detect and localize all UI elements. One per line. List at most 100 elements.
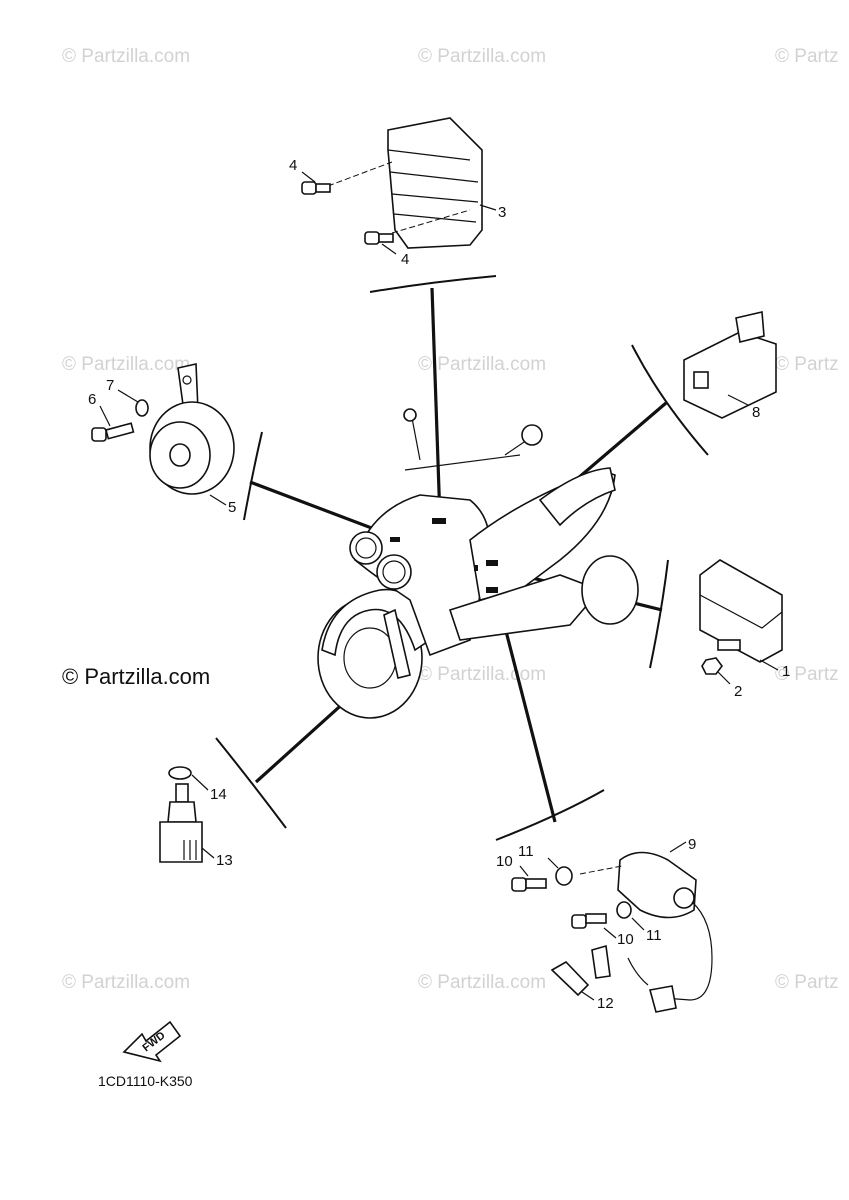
watermark: © Partz: [775, 46, 839, 67]
switch-stem: [175, 783, 189, 803]
scooter-illustration: [317, 408, 639, 719]
connector: 8: [683, 311, 777, 421]
callout-8: 8: [752, 404, 760, 421]
copyright-label: © Partzilla.com: [62, 664, 210, 689]
callout-4: 4: [401, 251, 409, 268]
leader-coil: [496, 599, 557, 823]
bracket-switch: [215, 737, 287, 829]
lead-end: [627, 957, 649, 986]
callout-leader: [631, 917, 645, 931]
ignition-coil: 9 10 11 10 11 12: [496, 836, 713, 1013]
cdi-edge: [699, 594, 783, 629]
rear-wheel: [581, 555, 639, 625]
callout-leader: [301, 171, 316, 183]
location-marker: [390, 537, 400, 542]
washer-icon: [616, 901, 632, 919]
watermark: © Partzilla.com: [418, 46, 546, 67]
bolt-guide: [327, 161, 393, 187]
washer-icon: [135, 399, 149, 417]
switch-terminals: [183, 840, 197, 860]
bolt-icon: [511, 877, 547, 892]
nut-icon: [701, 657, 723, 675]
o-ring-icon: [168, 766, 192, 780]
callout-9: 9: [688, 836, 696, 853]
callout-5: 5: [228, 499, 236, 516]
bolt-icon: [571, 913, 607, 929]
handlebar: [404, 454, 521, 471]
callout-leader: [381, 243, 397, 255]
callout-10: 10: [496, 853, 513, 870]
hv-lead: [663, 901, 713, 1001]
callout-leader: [669, 841, 687, 853]
callout-leader: [759, 659, 779, 671]
headlight-left-inner: [355, 537, 377, 559]
location-marker: [432, 518, 446, 524]
watermark: © Partzilla.com: [62, 972, 190, 993]
callout-leader: [717, 671, 731, 685]
watermark: © Partzilla.com: [418, 664, 546, 685]
spark-cap: [648, 985, 677, 1013]
watermark: © Partz: [775, 972, 839, 993]
callout-12: 12: [597, 995, 614, 1012]
bolt-guide: [579, 865, 623, 875]
rectifier-regulator: 3 4 4: [289, 117, 506, 268]
callout-2: 2: [734, 683, 742, 700]
callout-leader: [519, 865, 529, 877]
washer-icon: [555, 866, 573, 886]
callout-leader: [201, 847, 215, 859]
callout-leader: [191, 774, 209, 791]
front-fork: [383, 608, 411, 679]
watermark: © Partz: [775, 664, 839, 685]
watermark: © Partzilla.com: [62, 46, 190, 67]
leader-regulator: [430, 287, 442, 521]
location-marker: [486, 587, 498, 593]
bracket-cdi: [649, 559, 669, 669]
watermark: © Partzilla.com: [62, 354, 190, 375]
callout-4: 4: [289, 157, 297, 174]
bolt-icon: [301, 181, 331, 195]
coil-terminal: [673, 887, 695, 909]
mirror-stem-left: [411, 417, 421, 461]
bolt-guide: [391, 209, 471, 234]
callout-14: 14: [210, 786, 227, 803]
headlight-right-inner: [382, 560, 406, 584]
headlight-right: [376, 554, 412, 590]
regulator-body: [387, 117, 483, 249]
callout-leader: [547, 857, 559, 869]
bracket-connector: [631, 344, 709, 456]
switch-nut: [167, 801, 197, 823]
headlight-left: [349, 531, 383, 565]
callout-1: 1: [782, 663, 790, 680]
connector-socket: [693, 371, 709, 389]
callout-10: 10: [617, 931, 634, 948]
callout-6: 6: [88, 391, 96, 408]
callout-13: 13: [216, 852, 233, 869]
callout-leader: [209, 494, 227, 506]
mirror-left: [403, 408, 417, 422]
callout-11: 11: [646, 927, 662, 944]
watermark: © Partz: [775, 354, 839, 375]
location-marker: [474, 565, 478, 571]
cdi-tab: [717, 639, 741, 651]
horn: 5 6 7: [88, 363, 236, 516]
callout-leader: [581, 991, 595, 1001]
bolt-icon: [364, 231, 394, 245]
location-marker: [486, 560, 498, 566]
callout-3: 3: [498, 204, 506, 221]
callout-11: 11: [518, 843, 534, 860]
bracket-coil: [495, 789, 605, 841]
switch: 14 13: [159, 766, 233, 869]
switch-body: [159, 821, 203, 863]
bracket-hole: [182, 375, 192, 385]
callout-leader: [603, 927, 617, 939]
callout-leader: [727, 394, 749, 406]
mirror-right: [521, 424, 543, 446]
bolt-icon: [91, 422, 135, 442]
diagram-code: 1CD1110-K350: [98, 1073, 193, 1089]
forward-arrow-icon: FWD: [122, 1020, 182, 1063]
watermark-layer: © Partzilla.com © Partzilla.com © Partz …: [62, 46, 839, 993]
callout-leader: [479, 204, 497, 211]
regulator-fins: [387, 149, 479, 223]
connector-latch: [735, 311, 765, 343]
